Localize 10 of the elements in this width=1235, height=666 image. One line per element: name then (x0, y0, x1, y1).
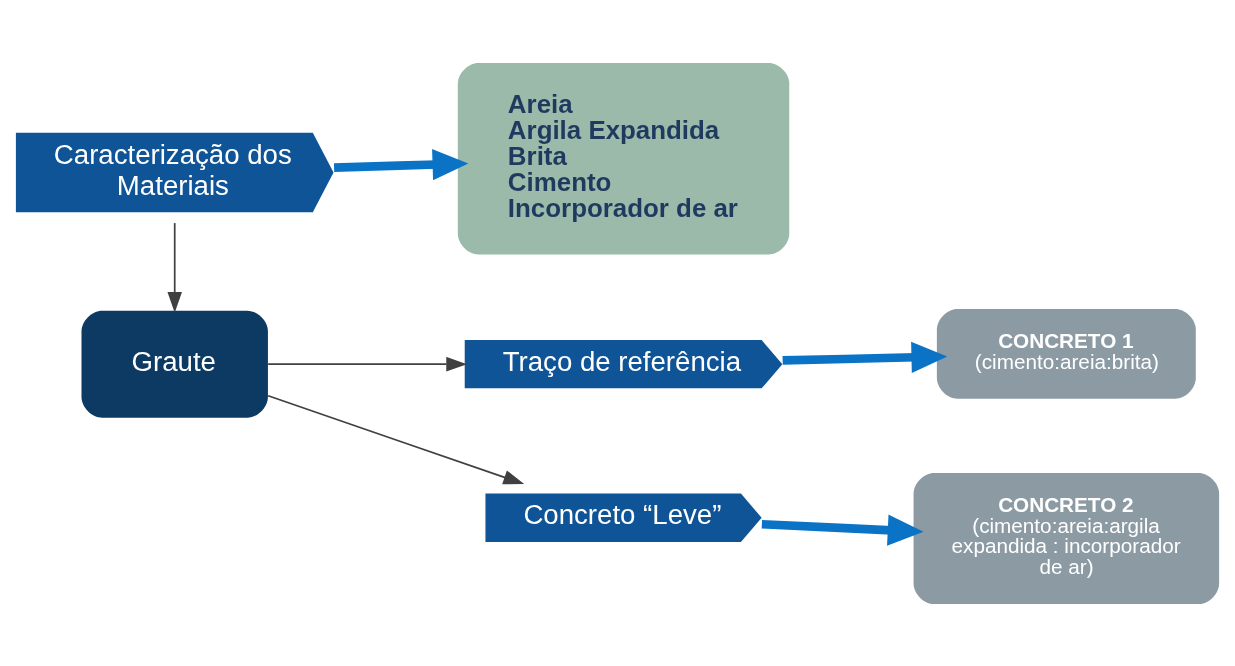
arrow (167, 221, 182, 313)
arrow (267, 394, 525, 484)
arrow (761, 514, 924, 546)
node-box: CONCRETO 2 (cimento:areia:argila expandida : incorporador de ar) (913, 472, 1220, 604)
node-box: CONCRETO 1 (cimento:areia:brita) (936, 308, 1196, 399)
arrow (333, 148, 469, 180)
node-box: Graute (81, 310, 268, 418)
arrow (267, 356, 467, 371)
arrow (782, 341, 948, 373)
node-box: Areia Argila Expandida Brita Cimento Incorporador de ar (457, 62, 790, 254)
